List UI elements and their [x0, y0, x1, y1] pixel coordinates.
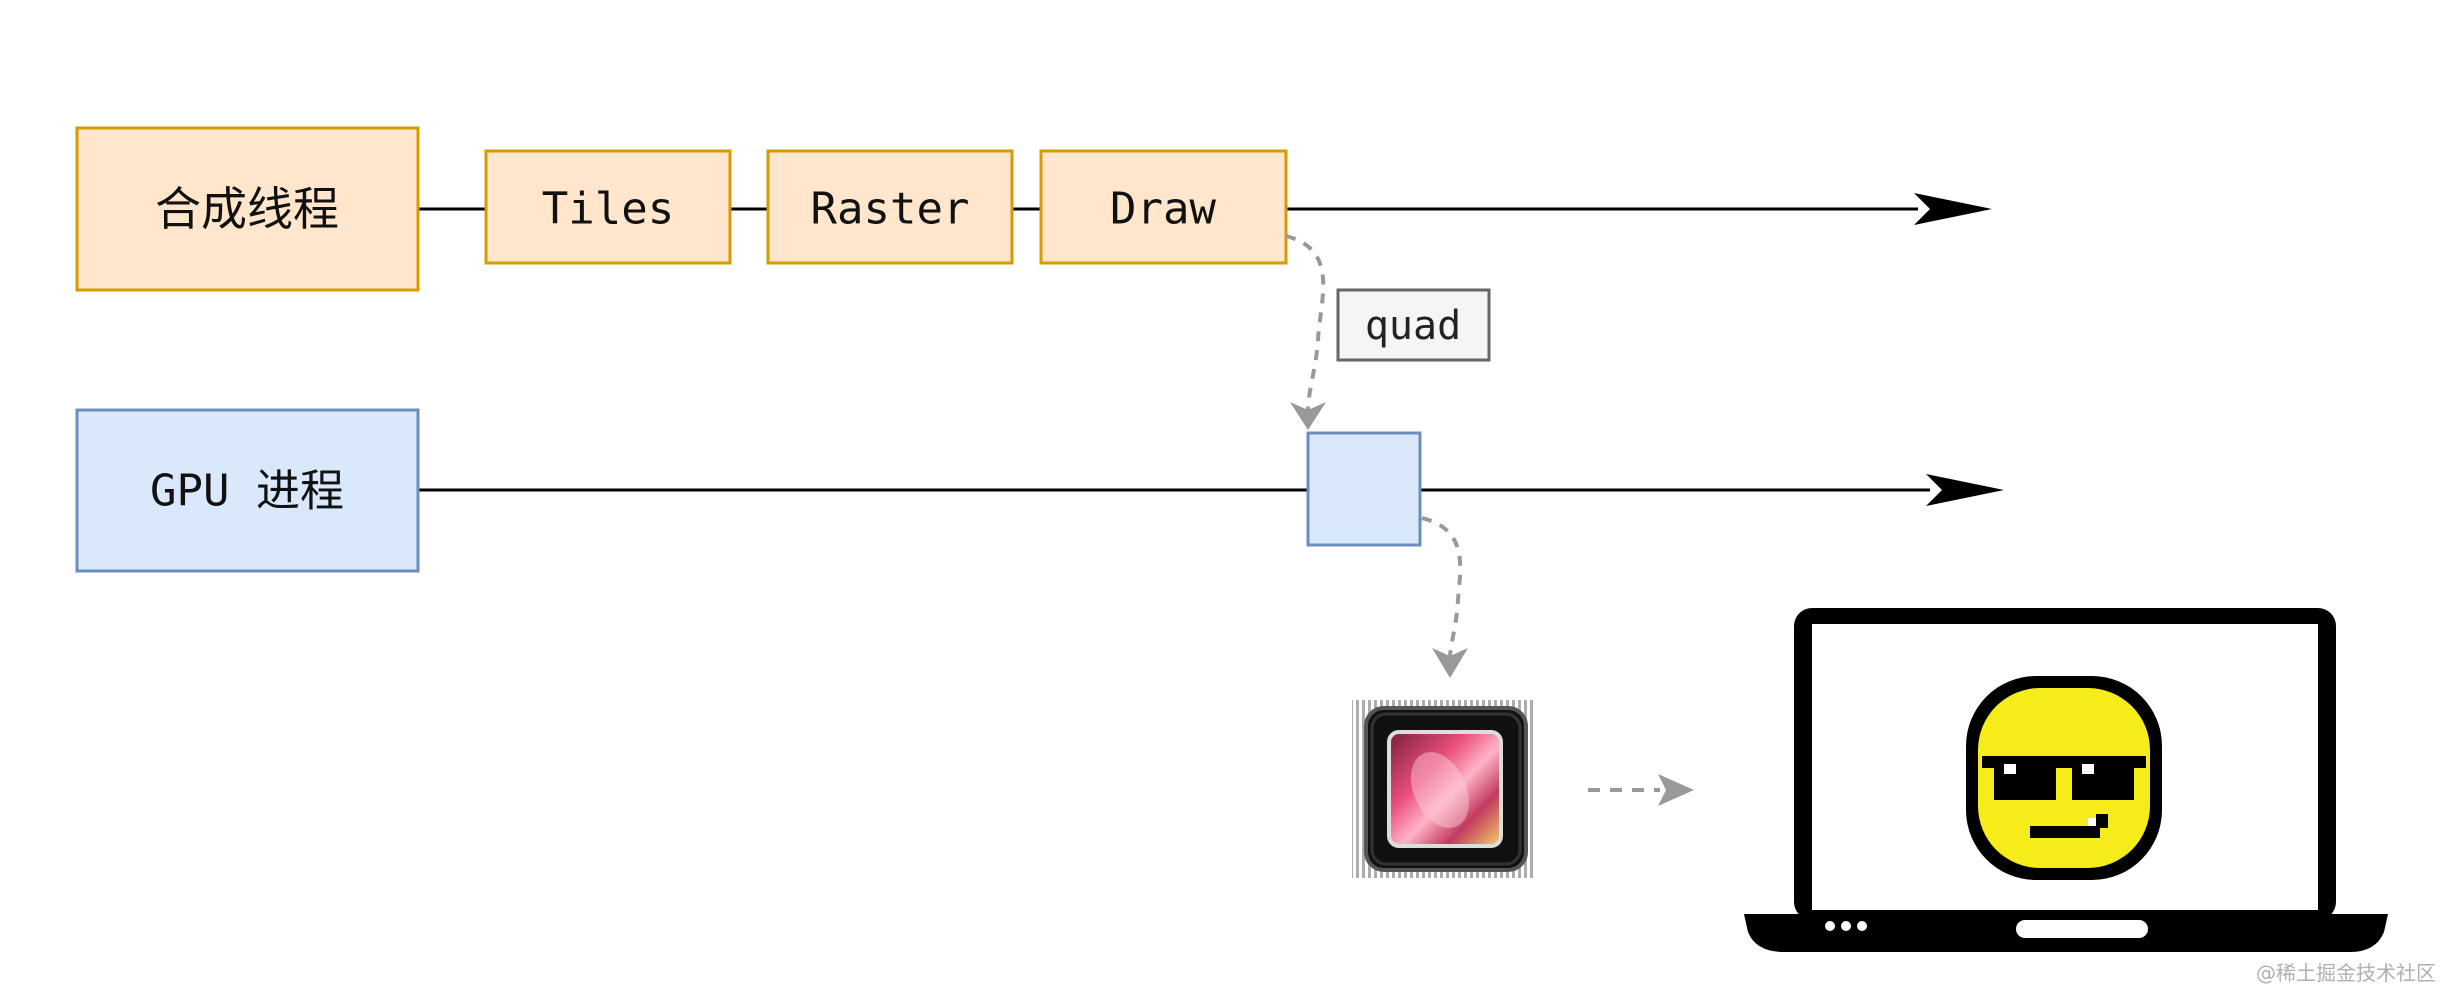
step-raster-label: Raster — [811, 184, 970, 235]
quad-dashed-arrow — [1285, 234, 1326, 430]
compositor-thread-node[interactable]: 合成线程 — [75, 126, 420, 292]
step-tiles-node[interactable]: Tiles — [484, 149, 732, 265]
quad-label: quad — [1365, 303, 1461, 349]
step-draw-label: Draw — [1110, 184, 1216, 235]
gpu-timeline — [418, 474, 2004, 506]
watermark-text: @稀土掘金技术社区 — [2256, 961, 2436, 985]
gpu-timeline-arrowhead-icon — [1926, 474, 2004, 506]
step-draw-node[interactable]: Draw — [1039, 149, 1288, 265]
sunglasses-smiley-icon — [1966, 676, 2162, 880]
step-tiles-label: Tiles — [542, 184, 674, 235]
compositor-thread-label: 合成线程 — [155, 182, 339, 236]
gpu-quad-box[interactable] — [1306, 431, 1422, 547]
timeline-arrowhead-icon — [1914, 193, 1992, 225]
step-raster-node[interactable]: Raster — [766, 149, 1014, 265]
chip-to-laptop-dashed-arrow — [1588, 774, 1694, 806]
quad-label-box: quad — [1336, 288, 1491, 362]
gpu-process-node[interactable]: GPU 进程 — [75, 408, 420, 573]
compositor-timeline — [418, 193, 1992, 225]
gpu-process-label: GPU 进程 — [150, 466, 344, 517]
gpu-chip-icon — [1352, 700, 1536, 878]
gpu-to-chip-dashed-arrow — [1421, 516, 1468, 678]
